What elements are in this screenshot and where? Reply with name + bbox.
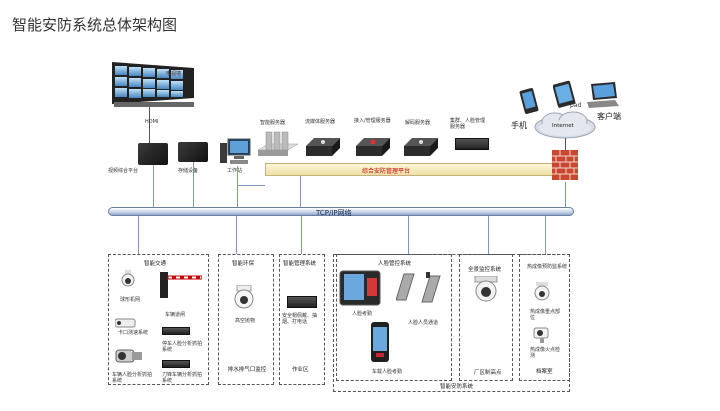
panorama-box xyxy=(459,254,513,381)
workstation-label: 工作站 xyxy=(227,168,243,174)
thermal-box xyxy=(519,254,570,381)
server-label-stream: 流媒体服务器 xyxy=(305,119,336,125)
ptz-camera-icon xyxy=(233,284,255,309)
blade-capture-icon xyxy=(162,360,190,368)
link-firewall-bus xyxy=(565,182,566,207)
face-item-0: 人脸考勤 xyxy=(352,311,373,317)
wall-link xyxy=(149,107,150,143)
link-environment xyxy=(236,216,237,254)
management-platform-label: 综合安防管理平台 xyxy=(362,168,411,175)
smart-server-icon xyxy=(257,130,299,158)
link-traffic xyxy=(138,216,139,254)
traffic-item-0: 球形机网 xyxy=(120,297,141,303)
thermal-item-0: 热成像重点部位 xyxy=(530,309,561,321)
face-terminal-icon xyxy=(339,270,381,306)
management-platform xyxy=(265,163,565,176)
pad-label: pad xyxy=(570,102,582,109)
panorama-title: 全景监控系统 xyxy=(468,267,502,273)
server-label-access: 接入/管理服务器 xyxy=(354,118,391,124)
traffic-item-1: 车辆道闸 xyxy=(165,312,186,318)
pad-icon xyxy=(552,80,577,108)
workstation-icon xyxy=(220,138,252,166)
storage-label: 存储设备 xyxy=(178,168,199,174)
panorama-item-0: 厂区制高点 xyxy=(474,370,502,376)
manage-box xyxy=(279,254,325,385)
manage-item-1: 作业区 xyxy=(292,367,309,373)
link-video-platform xyxy=(153,165,154,207)
traffic-item-3: 停车人脸分析抓拍系统 xyxy=(162,341,203,353)
server-label-smart: 智能服务器 xyxy=(260,120,286,126)
manage-item-0: 安全帽佩戴、抽烟、打电话 xyxy=(282,313,318,325)
server-label-face: 集群、人脸管理 服务器 xyxy=(450,118,486,130)
face-item-2: 车载人脸考勤 xyxy=(372,369,403,375)
wall-link-tag: HDMI xyxy=(145,119,159,125)
tcp-ip-network-bus xyxy=(108,207,574,216)
face-title: 人脸管控系统 xyxy=(378,261,412,267)
stream-server-icon xyxy=(306,138,340,158)
face-server-icon xyxy=(455,138,489,150)
tcp-ip-network-label: TCP/IP网络 xyxy=(316,209,352,217)
vehicle-capture-icon xyxy=(114,346,144,366)
traffic-item-2: 卡口测速系统 xyxy=(118,330,149,336)
traffic-title: 智能交通 xyxy=(144,261,167,267)
traffic-box xyxy=(108,254,209,385)
bullet-camera-icon xyxy=(114,314,139,328)
phone-icon xyxy=(519,88,539,114)
environment-box xyxy=(218,254,274,385)
barrier-gate-icon xyxy=(160,268,203,298)
client-label: 客户端 xyxy=(597,112,621,121)
laptop-icon xyxy=(585,82,621,108)
traffic-item-5: 刀锋车辆分析抓拍系统 xyxy=(162,372,203,384)
link-platform xyxy=(300,176,301,207)
link-storage xyxy=(193,162,194,207)
face-item-1: 人脸人员通道 xyxy=(408,320,439,326)
video-wall-label: 电视墙 xyxy=(166,71,182,77)
panorama-camera-icon xyxy=(473,275,499,304)
thermal-camera-icon-2 xyxy=(532,326,552,344)
turnstile-icon xyxy=(395,270,448,306)
internet-label: Internet xyxy=(552,123,574,129)
environment-item-0: 高空抛物 xyxy=(235,318,256,324)
video-platform-label: 视频综合平台 xyxy=(108,168,139,174)
link-face xyxy=(408,216,409,254)
phone-label: 手机 xyxy=(511,121,527,130)
video-wall-graphic xyxy=(112,62,194,107)
manage-title: 智能管理系统 xyxy=(283,261,317,267)
link-cloud-firewall xyxy=(565,138,566,150)
thermal-item-1: 热成像火点检测 xyxy=(530,347,561,359)
server-label-decode: 解码服务器 xyxy=(405,120,431,126)
traffic-item-4: 车辆人脸分析抓拍系统 xyxy=(112,372,153,384)
face-box xyxy=(336,254,452,381)
link-thermal xyxy=(545,216,546,254)
parking-capture-icon xyxy=(162,327,190,335)
environment-title: 智能环保 xyxy=(232,261,255,267)
bottom-system-label: 智能安防系统 xyxy=(440,384,474,390)
thermal-camera-icon-1 xyxy=(532,282,552,304)
video-wall xyxy=(110,58,198,108)
dome-camera-icon xyxy=(121,270,135,288)
link-manage xyxy=(301,216,302,254)
firewall-icon xyxy=(552,150,580,182)
access-server-icon xyxy=(356,138,390,158)
link-panorama xyxy=(488,216,489,254)
storage-icon xyxy=(178,142,208,162)
page-title: 智能安防系统总体架构图 xyxy=(12,16,178,34)
manage-server-icon xyxy=(287,296,317,308)
thermal-title: 热成像预防监系统 xyxy=(527,264,568,270)
thermal-item-2: 档案室 xyxy=(536,369,553,375)
internet-cloud-icon xyxy=(533,110,597,140)
video-platform-icon xyxy=(138,143,168,165)
vehicle-face-terminal-icon xyxy=(370,321,390,363)
link-workstation xyxy=(237,166,238,207)
environment-item-1: 排水排气口监控 xyxy=(227,367,267,373)
link-platform-bus xyxy=(237,185,265,186)
decode-server-icon xyxy=(404,138,438,158)
